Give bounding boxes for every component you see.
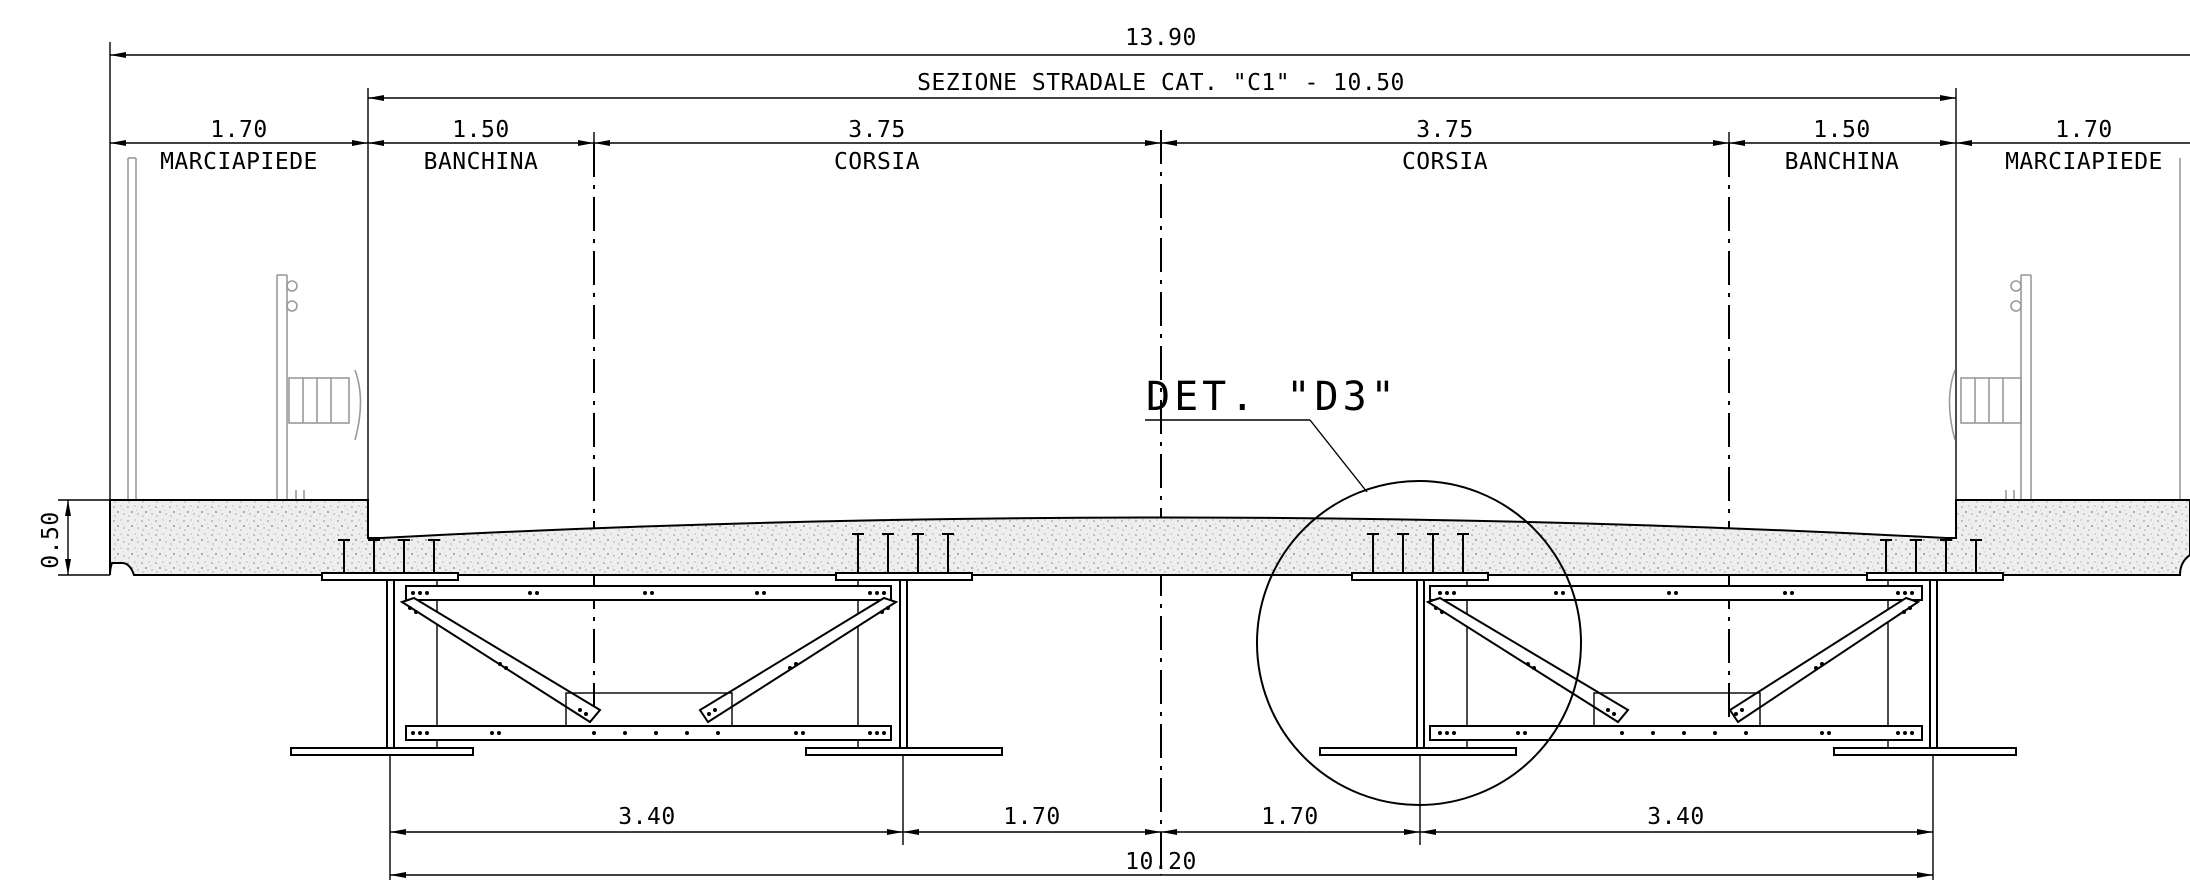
left-lane-label: CORSIA	[834, 149, 920, 175]
right-lane-width-label: 3.75	[1416, 117, 1473, 143]
right-sidewalk-label: MARCIAPIEDE	[2005, 149, 2163, 175]
left-girder-axis-label: 1.70	[1003, 804, 1060, 830]
slab-thickness-dim: 0.50	[38, 499, 110, 576]
right-shoulder-label: BANCHINA	[1785, 149, 1900, 175]
extension-lines	[109, 42, 1957, 500]
detail-d3-label: DET. "D3"	[1146, 374, 1399, 420]
right-steel-girder	[1319, 572, 2017, 756]
bottom-dimension-lines	[389, 755, 1934, 880]
slab-thickness-label: 0.50	[38, 511, 64, 568]
left-shoulder-label: BANCHINA	[424, 149, 539, 175]
left-sidewalk-width-label: 1.70	[210, 117, 267, 143]
left-steel-girder	[290, 572, 1003, 756]
right-sidewalk-width-label: 1.70	[2055, 117, 2112, 143]
right-lane-label: CORSIA	[1402, 149, 1488, 175]
shear-studs	[338, 533, 1982, 572]
detail-d3-callout: DET. "D3"	[1145, 374, 1582, 806]
left-lane-width-label: 3.75	[848, 117, 905, 143]
right-railing	[1948, 158, 2181, 520]
right-girder-axis-label: 1.70	[1261, 804, 1318, 830]
total-width-label: 13.90	[1125, 25, 1197, 51]
right-girder-span-label: 3.40	[1647, 804, 1704, 830]
left-shoulder-width-label: 1.50	[452, 117, 509, 143]
concrete-deck-slab	[109, 499, 2190, 576]
left-girder-span-label: 3.40	[618, 804, 675, 830]
left-sidewalk-label: MARCIAPIEDE	[160, 149, 318, 175]
road-section-label: SEZIONE STRADALE CAT. "C1" - 10.50	[917, 70, 1405, 96]
top-dimension-lines	[110, 52, 2190, 146]
detail-circle	[1256, 480, 1582, 806]
girders-total-label: 10.20	[1125, 849, 1197, 875]
left-railing	[127, 157, 362, 520]
right-shoulder-width-label: 1.50	[1813, 117, 1870, 143]
